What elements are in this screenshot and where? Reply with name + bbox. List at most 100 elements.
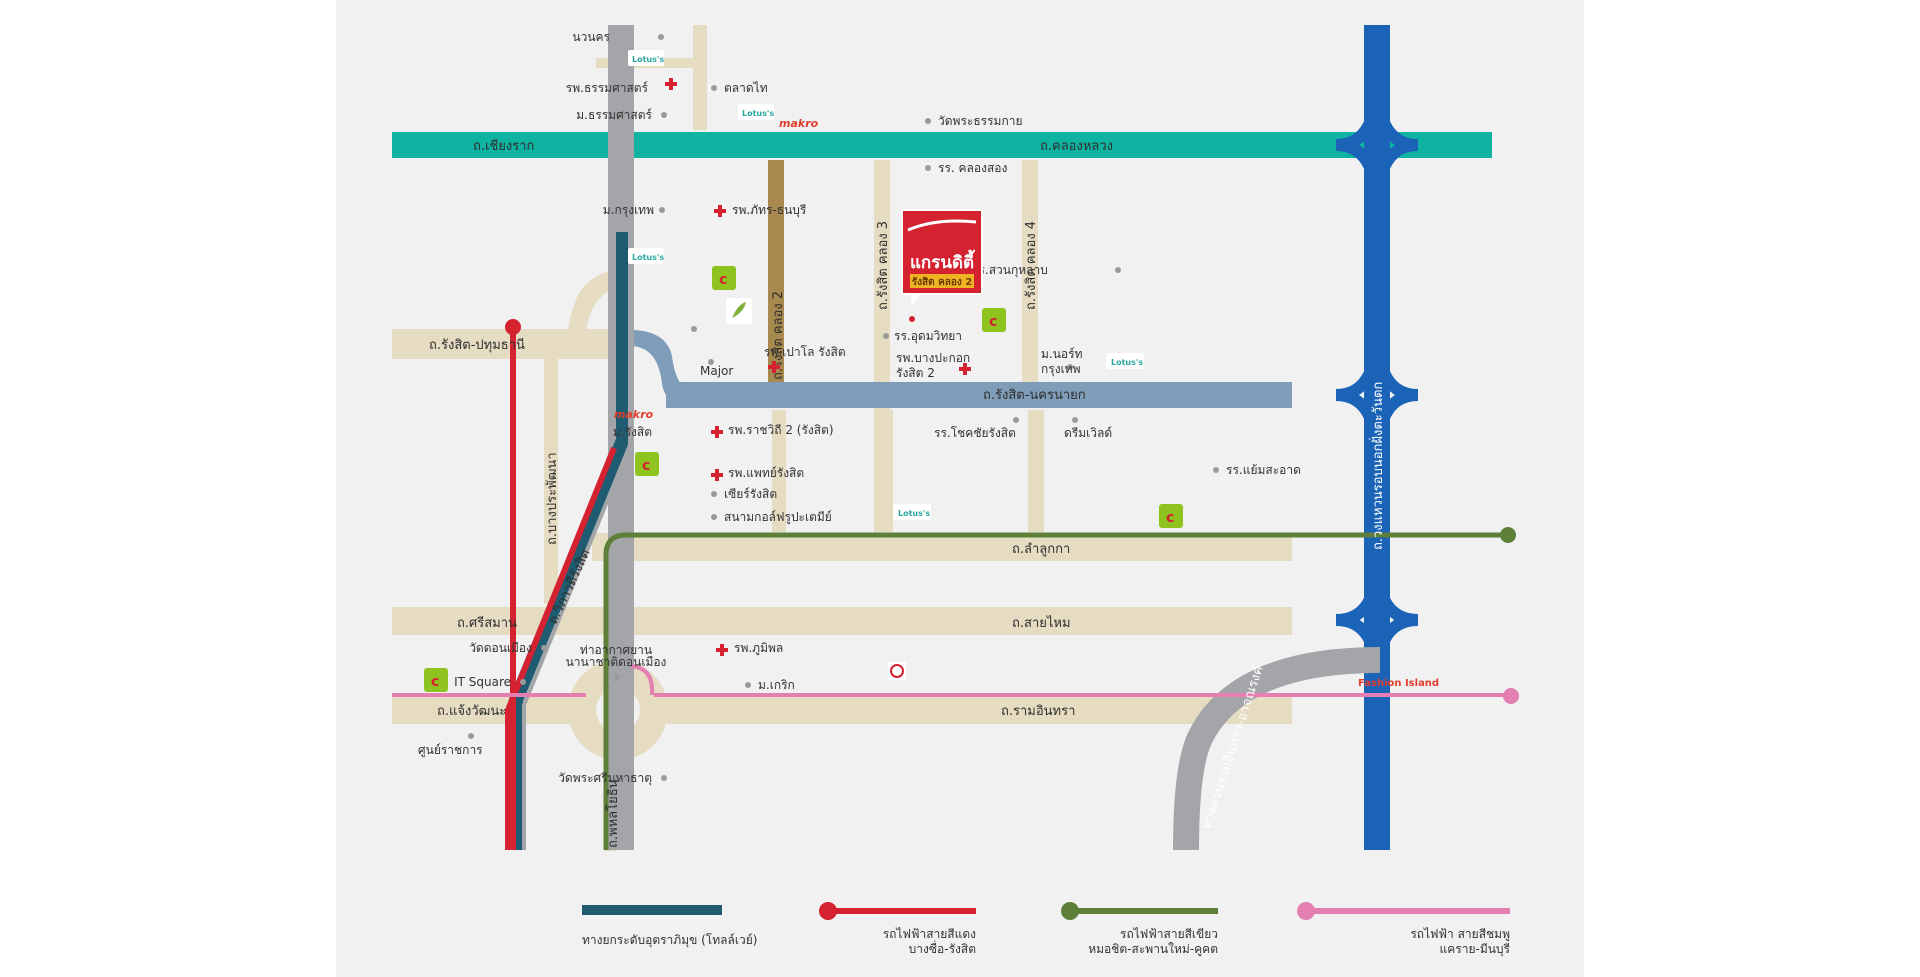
place-major: Major: [700, 364, 733, 378]
location-map: ถ.เชียงราก ถ.คลองหลวง ถ.รังสิต-ปทุมธานี …: [336, 0, 1584, 977]
project-marker: แกรนดิตี้ รังสิต คลอง 2: [901, 209, 983, 306]
legend-tollway-label: ทางยกระดับอุตราภิมุข (โทลล์เวย์): [582, 933, 757, 948]
label-saimai: ถ.สายไหม: [1012, 615, 1071, 631]
label-ramintra: ถ.รามอินทรา: [1001, 704, 1075, 719]
hospital-icon-thammasat: [665, 78, 677, 90]
road-khlong4-south: [1028, 410, 1044, 532]
brand-logos: Lotus's Lotus's makro Lotus's Lotus's ma…: [614, 50, 1439, 689]
legend-dot-green: [1061, 902, 1079, 920]
svg-text:Lotus's: Lotus's: [742, 109, 774, 118]
label-khlong2: ถ.รังสิต คลอง 2: [771, 291, 786, 380]
lotus-logo-3: [628, 248, 664, 264]
place-wat-phra-sri: วัดพระศรีมหาธาตุ: [558, 771, 652, 786]
legend-red-label1: รถไฟฟ้าสายสีแดง: [883, 927, 976, 941]
legend-green-label2: หมอชิต-สะพานใหม่-คูคต: [1088, 942, 1218, 957]
hospital-icon-bangpakok: [959, 363, 971, 375]
hospital-icon-paolo: [768, 361, 780, 373]
place-bangkok-uni: ม.กรุงเทพ: [603, 203, 654, 218]
fashion-island-logo: Fashion Island: [1358, 678, 1439, 689]
place-phaet: รพ.แพทย์รังสิต: [728, 466, 804, 480]
place-bangpakok: รพ.บางปะกอก: [896, 351, 970, 365]
place-govt-center: ศูนย์ราชการ: [418, 743, 483, 758]
road-blue-curve: [630, 330, 696, 408]
road-chiangrak: [392, 132, 1492, 158]
svg-text:Lotus's: Lotus's: [632, 55, 664, 64]
road-bangpra-tan: [544, 336, 558, 604]
green-line-terminus: [1500, 527, 1516, 543]
place-chaiyarangsit: รร.โชคชัยรังสิต: [934, 426, 1016, 440]
place-khlong-song: รร. คลองสอง: [938, 161, 1007, 175]
poi-markers: [468, 34, 1219, 781]
place-paolo: รพ.เปาโล รังสิต: [764, 345, 846, 359]
airplane-icon: ✈: [609, 668, 622, 687]
place-it-square: IT Square: [454, 675, 511, 689]
makro-logo-2: makro: [614, 408, 654, 421]
label-khlongluang: ถ.คลองหลวง: [1040, 139, 1113, 154]
svg-text:c: c: [989, 314, 997, 330]
red-line-terminus: [505, 319, 521, 335]
hospital-icons: [665, 78, 971, 656]
legend-pink-label2: แคราย-มีนบุรี: [1440, 942, 1511, 957]
label-ring: ถ.วงแหวนรอบนอกฝั่งตะวันตก: [1369, 382, 1386, 550]
svg-text:c: c: [642, 458, 650, 474]
label-lamlukka: ถ.ลำลูกกา: [1012, 542, 1070, 557]
legend: ทางยกระดับอุตราภิมุข (โทลล์เวย์) รถไฟฟ้า…: [582, 902, 1511, 957]
place-talad-thai: ตลาดไท: [724, 81, 768, 95]
place-nawanakorn: นวนคร: [572, 30, 610, 44]
svg-text:c: c: [1166, 510, 1174, 526]
road-khlong2: [768, 160, 784, 382]
svg-text:Lotus's: Lotus's: [898, 509, 930, 518]
project-pointer: [910, 294, 920, 306]
place-ratchavithi: รพ.ราชวิถี 2 (รังสิต): [728, 423, 834, 437]
pink-line: [392, 664, 1510, 697]
place-golf: สนามกอล์ฟรูปะเตมีย์: [724, 510, 832, 525]
hospital-icon-phaet: [711, 469, 723, 481]
store-icon-3: [635, 452, 659, 476]
legend-green-label1: รถไฟฟ้าสายสีเขียว: [1120, 927, 1218, 941]
road-khlong3-south: [877, 410, 893, 532]
svg-text:Lotus's: Lotus's: [632, 253, 664, 262]
label-khlong3: ถ.รังสิต คลอง 3: [876, 221, 891, 310]
place-bangpakok-2: รังสิต 2: [896, 366, 935, 380]
place-airport: ท่าอากาศยาน: [580, 643, 652, 657]
hospital-icon-phumiphol: [716, 644, 728, 656]
tollway-edge: [522, 232, 632, 850]
legend-pink-label1: รถไฟฟ้า สายสีชมพู: [1410, 927, 1510, 942]
svg-text:Lotus's: Lotus's: [1111, 358, 1143, 367]
place-north-uni: ม.นอร์ท: [1041, 347, 1083, 361]
road-ramintra: [392, 694, 1292, 724]
road-lamlukka: [592, 533, 1292, 561]
leaf-icon: [732, 302, 746, 318]
store-icon-1: [712, 266, 736, 290]
legend-red-label2: บางซื่อ-รังสิต: [909, 940, 976, 956]
label-rangsit-nakhon: ถ.รังสิต-นครนายก: [983, 388, 1086, 403]
place-airport-2: นานาชาติดอนเมือง: [566, 655, 667, 669]
makro-logo-1: makro: [779, 117, 819, 130]
place-future-park: เซียร์รังสิต: [724, 487, 777, 501]
tan-roads: [392, 25, 1292, 851]
project-sub: รังสิต คลอง 2: [912, 276, 973, 288]
place-phumiphol: รพ.ภูมิพล: [734, 641, 783, 656]
legend-dot-red: [819, 902, 837, 920]
label-sisaman: ถ.ศรีสมาน: [457, 615, 517, 631]
label-changwattana: ถ.แจ้งวัฒนะ: [437, 704, 506, 719]
project-name: แกรนดิตี้: [910, 249, 975, 273]
svg-text:c: c: [431, 674, 439, 690]
pink-line-terminus: [1503, 688, 1519, 704]
lotus-logo-1: [628, 50, 664, 66]
label-phahon: ถ.พหลโยธิน: [605, 779, 621, 848]
lotus-logo-4: [1106, 353, 1144, 369]
green-line: [603, 532, 1506, 850]
label-khlong4: ถ.รังสิต คลอง 4: [1024, 221, 1039, 310]
central-logo-mark: [890, 664, 904, 678]
place-rangsit-uni: ม.รังสิต: [613, 425, 652, 439]
label-bangpra: ถ.บางประพัฒนา: [545, 452, 560, 545]
road-interchange-arc: [568, 268, 619, 334]
road-khlong4-tan: [1022, 160, 1038, 392]
place-udom: รร.อุดมวิทยา: [894, 329, 962, 344]
label-chiangrak: ถ.เชียงราก: [473, 138, 534, 154]
place-dreamworld: ดรีมเวิลด์: [1064, 426, 1112, 440]
place-thammasat-uni: ม.ธรรมศาสตร์: [576, 108, 652, 122]
road-rangsit-nakhon: [666, 382, 1292, 408]
store-icons: c c c c c: [424, 266, 1183, 692]
